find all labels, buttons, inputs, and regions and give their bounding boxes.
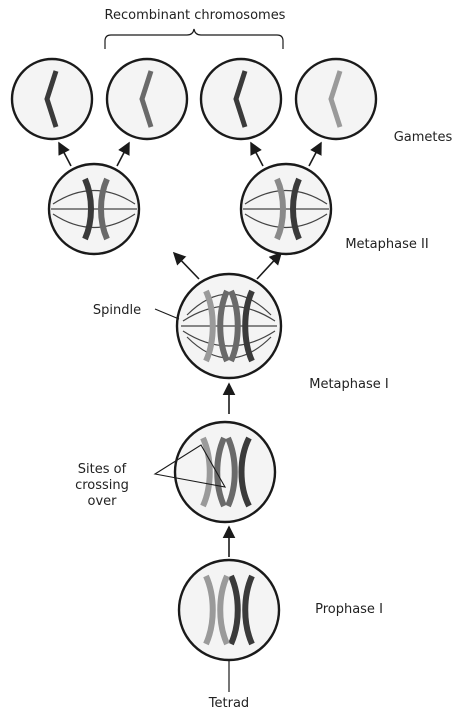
arrow-4c: [117, 143, 129, 166]
metaphase-ii-cell-right: [49, 164, 139, 254]
arrow-3b: [174, 253, 199, 279]
arrow-4a: [309, 143, 321, 166]
gamete-2: [201, 59, 281, 139]
arrow-4d: [59, 143, 71, 166]
crossing-over-label-2: crossing: [75, 478, 129, 493]
arrow-4b: [251, 143, 263, 166]
gamete-1: [296, 59, 376, 139]
gametes-label: Gametes: [394, 130, 453, 145]
metaphase-i-label: Metaphase I: [309, 377, 388, 392]
metaphase-i-cell: [177, 274, 281, 378]
metaphase-ii-cell-left: [241, 164, 331, 254]
metaphase-ii-label: Metaphase II: [345, 237, 428, 252]
prophase-i-circle: [179, 560, 279, 660]
prophase-i-cell: [179, 560, 279, 660]
gamete-4: [12, 59, 92, 139]
crossing-over-label-3: over: [88, 494, 118, 509]
tetrad-label: Tetrad: [208, 696, 249, 711]
crossing-over-circle: [175, 422, 275, 522]
arrow-3a: [257, 253, 281, 279]
crossing-over-label-1: Sites of: [78, 462, 127, 477]
prophase-i-label: Prophase I: [315, 602, 383, 617]
recombinant-brace: [105, 29, 283, 49]
crossing-over-cell: [175, 422, 275, 522]
recombinant-label: Recombinant chromosomes: [105, 8, 286, 23]
gamete-3: [107, 59, 187, 139]
spindle-label: Spindle: [93, 303, 141, 318]
